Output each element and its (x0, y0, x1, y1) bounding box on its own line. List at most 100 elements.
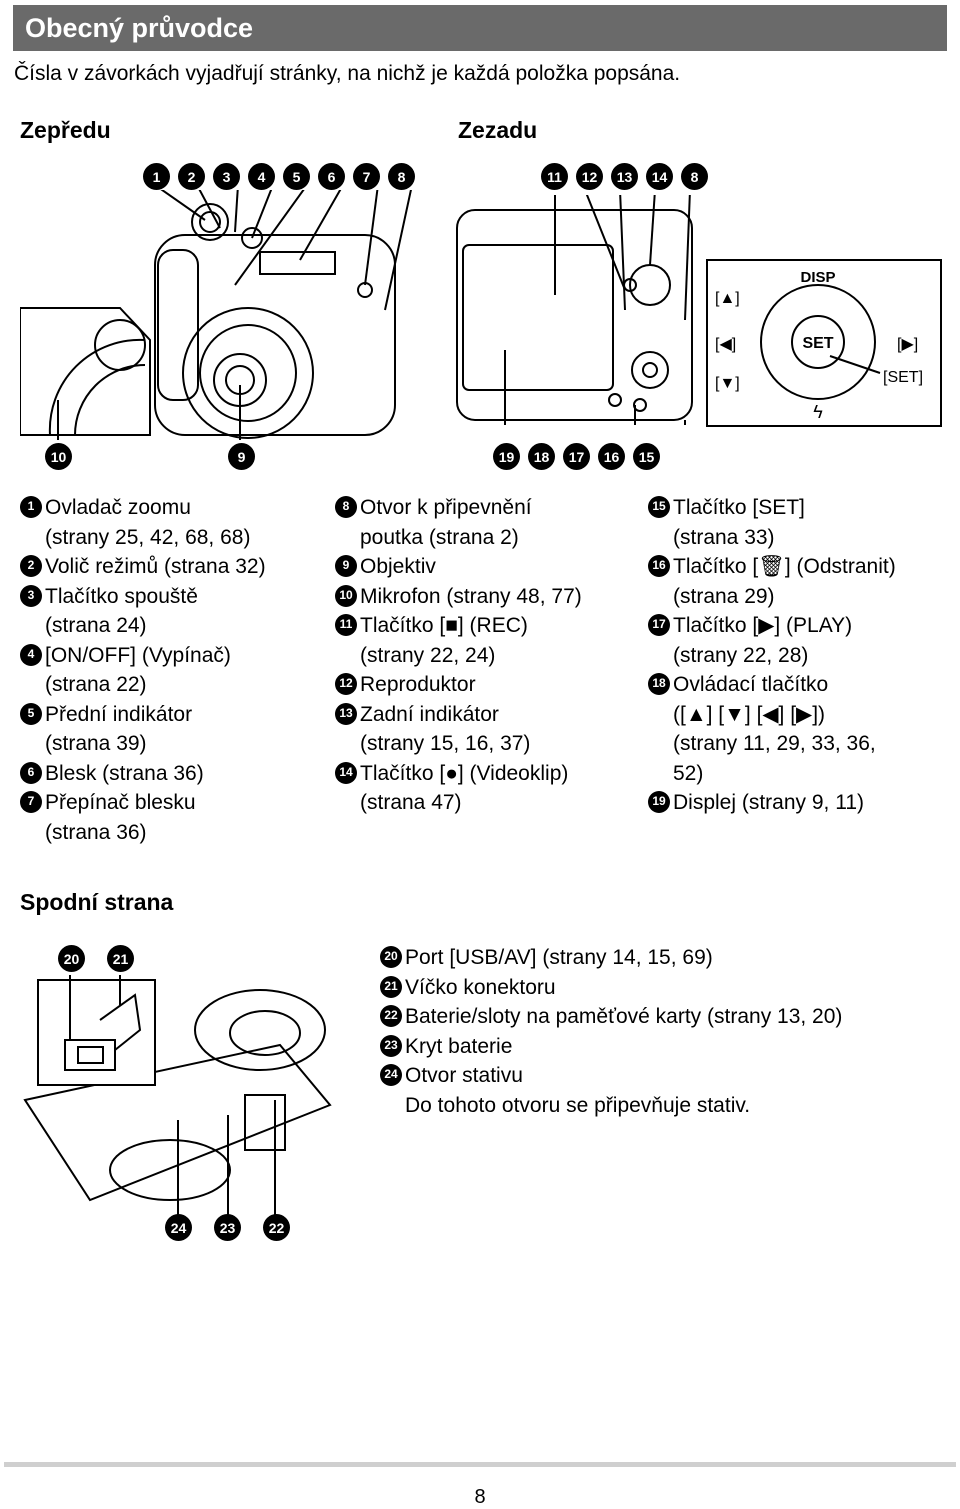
legend-text: Otvor stativu Do tohoto otvoru se připev… (405, 1064, 751, 1117)
callout-number: 12 (576, 163, 603, 190)
legend-number: 23 (380, 1034, 402, 1057)
callout-number: 22 (263, 1214, 290, 1241)
legend-number: 11 (335, 614, 357, 636)
bottom-label: Spodní strana (20, 889, 174, 915)
legend-number: 7 (20, 791, 42, 813)
callout-number: 17 (563, 443, 590, 470)
callout-number: 9 (228, 443, 255, 470)
legend-number: 9 (335, 555, 357, 577)
legend-text: Volič režimů (strana 32) (45, 555, 266, 578)
legend-text: Objektiv (360, 555, 436, 578)
legend-text: Mikrofon (strany 48, 77) (360, 584, 582, 608)
front-bottom-callouts: 10 9 (45, 443, 255, 470)
legend-number: 16 (648, 555, 670, 577)
legend-text: Tlačítko [■] (REC) (strany 22, 24) (360, 614, 528, 667)
legend-number: 10 (335, 584, 357, 607)
legend-number: 1 (20, 496, 42, 518)
flash-icon: ϟ (813, 402, 823, 422)
callout-number: 7 (353, 163, 380, 190)
legend-number: 20 (380, 946, 402, 968)
legend-text: Víčko konektoru (405, 975, 556, 999)
legend-number: 21 (380, 975, 402, 998)
section-header: Obecný průvodce (13, 5, 947, 51)
legend-number: 13 (335, 702, 357, 725)
left-arrow-label: [◀] (715, 336, 736, 353)
legend-number: 17 (648, 614, 670, 636)
callout-number: 6 (318, 163, 345, 190)
callout-number: 15 (633, 443, 660, 470)
legend-text: Zadní indikátor (strany 15, 16, 37) (360, 702, 531, 756)
callout-number: 20 (58, 945, 85, 972)
front-camera-illustration (20, 190, 412, 440)
legend-text: Ovladač zoomu (strany 25, 42, 68, 68) (45, 496, 251, 549)
legend-text: Kryt baterie (405, 1034, 513, 1058)
bottom-bottom-callouts: 24 23 22 (165, 1214, 290, 1241)
callout-number: 16 (598, 443, 625, 470)
legend-number: 19 (648, 791, 670, 813)
control-dial-diagram: DISP SET [▲] [◀] [▶] [▼] [SET] ϟ (706, 259, 942, 427)
legend-text: Port [USB/AV] (strany 14, 15, 69) (405, 946, 713, 969)
footer-divider (4, 1462, 956, 1467)
legend-text: Tlačítko [SET] (strana 33) (673, 496, 805, 549)
legend-number: 3 (20, 584, 42, 607)
callout-number: 11 (541, 163, 568, 190)
callout-number: 14 (646, 163, 673, 190)
legend-text: Blesk (strana 36) (45, 761, 204, 785)
intro-text: Čísla v závorkách vyjadřují stránky, na … (14, 62, 681, 85)
legend-number: 5 (20, 702, 42, 725)
set-label: [SET] (883, 369, 923, 386)
back-label: Zezadu (458, 117, 538, 143)
callout-number: 18 (528, 443, 555, 470)
legend-item: 4[ON/OFF] (Vypínač) (strana 22) (20, 641, 266, 700)
legend-number: 18 (648, 673, 670, 695)
front-label: Zepředu (20, 117, 111, 143)
callout-number: 19 (493, 443, 520, 470)
legend-text: Tlačítko [▶] (PLAY) (strany 22, 28) (673, 614, 853, 667)
right-arrow-label: [▶] (897, 336, 918, 353)
legend-text: Reproduktor (360, 673, 476, 696)
legend-number: 22 (380, 1005, 402, 1027)
callout-number: 21 (107, 945, 134, 972)
callout-number: 4 (248, 163, 275, 190)
callout-number: 10 (45, 443, 72, 470)
legend-text: [ON/OFF] (Vypínač) (strana 22) (45, 643, 231, 697)
page-title: Obecný průvodce (25, 13, 254, 43)
callout-number: 23 (214, 1214, 241, 1241)
callout-number: 2 (178, 163, 205, 190)
legend-text: Ovládací tlačítko ([▲] [▼] [◀] [▶]) (str… (673, 673, 876, 785)
legend-number: 14 (335, 761, 357, 784)
bottom-camera-illustration (23, 975, 332, 1215)
set-button-label: SET (802, 335, 833, 352)
back-camera-illustration (456, 195, 693, 425)
legend-text: Přepínač blesku (strana 36) (45, 791, 196, 844)
callout-number: 8 (681, 163, 708, 190)
legend-text: Baterie/sloty na paměťové karty (strany … (405, 1005, 843, 1028)
callout-number: 3 (213, 163, 240, 190)
page-number: 8 (474, 1486, 486, 1508)
up-arrow-label: [▲] (715, 290, 740, 307)
callout-number: 24 (165, 1214, 192, 1241)
